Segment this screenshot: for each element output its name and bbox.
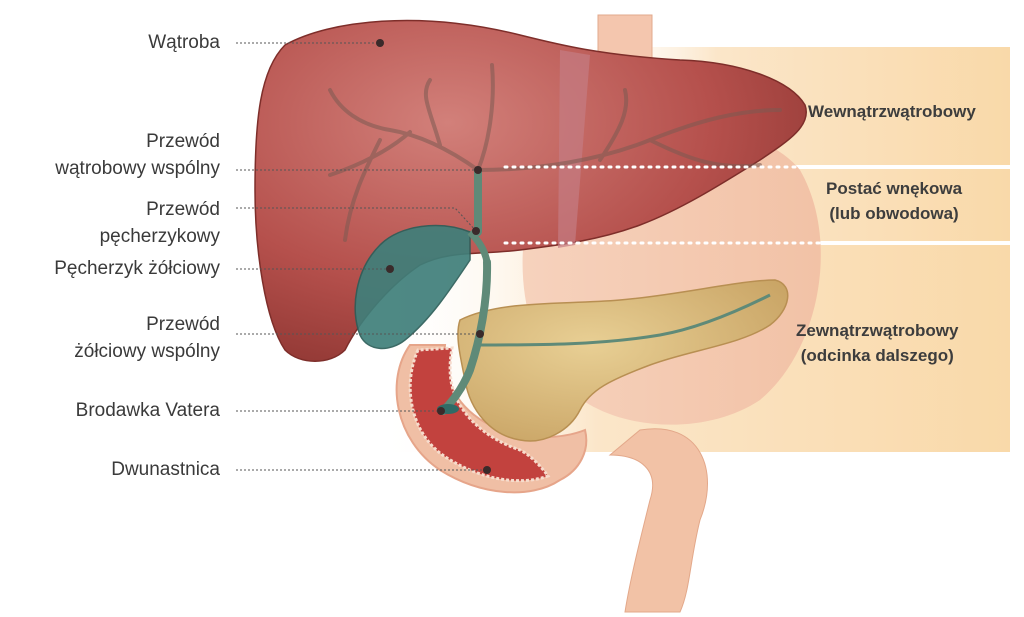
leader-lines bbox=[236, 42, 487, 471]
label-duodenum: Dwunastnica bbox=[111, 456, 220, 483]
label-common-hepatic-duct: Przewód wątrobowy wspólny bbox=[55, 128, 220, 182]
region-label-perihilar: Postać wnękowa (lub obwodowa) bbox=[826, 176, 962, 226]
label-cystic-duct: Przewód pęcherzykowy bbox=[100, 196, 220, 250]
region-label-intrahepatic: Wewnątrzwątrobowy bbox=[808, 99, 976, 124]
label-gallbladder-text: Pęcherzyk żółciowy bbox=[54, 258, 220, 279]
pancreatic-duct bbox=[479, 293, 771, 347]
region-perihilar-line2: (lub obwodowa) bbox=[829, 204, 959, 223]
label-common-bile-duct: Przewód żółciowy wspólny bbox=[74, 311, 220, 365]
pancreas bbox=[457, 279, 789, 442]
label-ampulla-of-vater-text: Brodawka Vatera bbox=[75, 400, 220, 421]
label-gallbladder: Pęcherzyk żółciowy bbox=[54, 255, 220, 282]
dot-gallbladder bbox=[386, 265, 394, 273]
region-perihilar-line1: Postać wnękowa bbox=[826, 179, 963, 198]
region-intrahepatic-text: Wewnątrzwątrobowy bbox=[808, 102, 976, 121]
label-common-bile-duct-line2: żółciowy wspólny bbox=[74, 341, 220, 362]
common-bile-duct-line bbox=[439, 258, 492, 415]
gallbladder bbox=[354, 224, 471, 350]
label-cystic-duct-line2: pęcherzykowy bbox=[99, 226, 220, 247]
jejunum bbox=[608, 428, 708, 613]
dot-common-bile-duct bbox=[476, 330, 484, 338]
region-label-extrahepatic: Zewnątrzwątrobowy (odcinka dalszego) bbox=[796, 318, 958, 368]
label-common-hepatic-duct-line2: wątrobowy wspólny bbox=[55, 158, 220, 179]
dot-ampulla bbox=[437, 407, 445, 415]
falciform-ligament bbox=[558, 50, 590, 248]
duodenum-inner bbox=[408, 346, 551, 483]
region-extrahepatic-line2: (odcinka dalszego) bbox=[800, 346, 954, 365]
region-extrahepatic-line1: Zewnątrzwątrobowy bbox=[796, 321, 959, 340]
label-common-hepatic-duct-line1: Przewód bbox=[146, 131, 220, 152]
dot-common-hepatic-duct bbox=[474, 166, 482, 174]
dot-cystic-duct bbox=[472, 227, 480, 235]
label-ampulla-of-vater: Brodawka Vatera bbox=[76, 397, 220, 424]
label-duodenum-text: Dwunastnica bbox=[111, 459, 220, 480]
dot-liver bbox=[376, 39, 384, 47]
dot-duodenum bbox=[483, 466, 491, 474]
label-liver-text: Wątroba bbox=[148, 32, 220, 53]
label-common-bile-duct-line1: Przewód bbox=[146, 314, 220, 335]
label-cystic-duct-line1: Przewód bbox=[146, 199, 220, 220]
leader-dots bbox=[376, 39, 491, 474]
label-liver: Wątroba bbox=[148, 29, 220, 56]
